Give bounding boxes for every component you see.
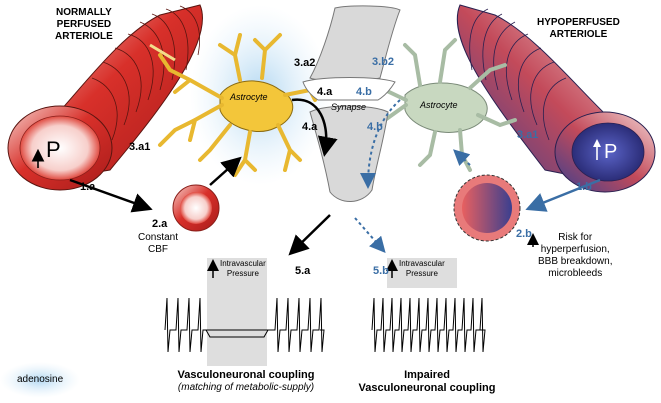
step-3b2: 3.b2: [372, 56, 395, 68]
pressure-left-line-2: Pressure: [226, 269, 259, 278]
step-3a2: 3.a2: [294, 57, 316, 69]
synapse-label: Synapse: [331, 102, 367, 112]
caption-right-line-1: Impaired: [404, 369, 450, 381]
pressure-right-line-2: Pressure: [405, 269, 438, 278]
left-title-line-2: PERFUSED: [56, 19, 112, 30]
pressure-box-right: [387, 258, 457, 288]
spike-waveform: [371, 297, 486, 353]
step-1a: 1.a: [80, 181, 96, 193]
pressure-right-line-1: Intravascular: [399, 259, 445, 268]
left-arteriole: [7, 4, 203, 191]
step-4b-top: 4.b: [356, 86, 372, 98]
dilated-vessel-right-lumen: [462, 183, 512, 233]
vessel-pressure-label-left: P: [46, 137, 61, 162]
step-5a: 5.a: [295, 265, 311, 277]
step-3a1: 3.a1: [129, 141, 151, 153]
pressure-label-right: Intravascular Pressure: [399, 259, 445, 279]
spike-train-left: [164, 297, 325, 353]
constricted-vessel-left-lumen: [180, 192, 212, 224]
pressure-plateau-waveform: [205, 329, 269, 338]
step-4b-bottom: 4.b: [367, 121, 383, 133]
vessel-pressure-label-right: P: [604, 141, 618, 163]
step-5b: 5.b: [373, 265, 389, 277]
risk-line-2: hyperperfusion,: [540, 244, 610, 255]
arrow-to-5b: [354, 217, 386, 254]
astrocyte-label-left: Astrocyte: [230, 92, 268, 102]
spike-train-right: [371, 297, 486, 353]
spike-waveform: [164, 297, 325, 353]
pressure-up-arrowhead-vessel-right: [593, 139, 601, 147]
risk-line-1: Risk for: [558, 232, 593, 243]
step-1b: 1.b: [576, 181, 592, 193]
left-vessel-title: NORMALLY PERFUSED ARTERIOLE: [55, 7, 113, 43]
step-3a1-right: 3.a1: [517, 129, 539, 141]
left-astrocyte: [149, 33, 317, 177]
caption-left-main: Vasculoneuronal coupling: [177, 369, 315, 381]
step-4a-top: 4.a: [317, 86, 333, 98]
constant-cbf-line-1: Constant: [138, 232, 179, 243]
step-2b: 2.b: [516, 228, 532, 240]
step-2a: 2.a: [152, 218, 168, 230]
right-arteriole: [456, 4, 656, 193]
constant-cbf-line-2: CBF: [148, 244, 169, 255]
right-title-line-2: ARTERIOLE: [549, 29, 608, 40]
arrow-1b: [525, 178, 601, 212]
astrocyte-label-right: Astrocyte: [420, 100, 458, 110]
constant-cbf-note: Constant CBF: [138, 232, 178, 256]
pressure-left-line-1: Intravascular: [220, 259, 266, 268]
pressure-box-left: [207, 258, 267, 366]
left-title-line-1: NORMALLY: [56, 7, 112, 18]
risk-line-4: microbleeds: [548, 268, 603, 279]
right-title-line-1: HYPOPERFUSED: [537, 17, 620, 28]
legend-adenosine: adenosine: [17, 374, 64, 385]
arrow-2a: [209, 156, 242, 186]
arrow-synapse-to-neuron: [291, 98, 338, 157]
arrow-to-5a: [288, 214, 331, 256]
pressure-label-left: Intravascular Pressure: [220, 259, 266, 279]
arrow-4b: [360, 99, 401, 189]
right-vessel-title: HYPOPERFUSED ARTERIOLE: [537, 17, 620, 41]
risk-note: Risk for hyperperfusion, BBB breakdown, …: [538, 232, 613, 280]
arrow-1a: [69, 178, 153, 213]
adenosine-legend-glow: [0, 362, 80, 398]
caption-left-sub: (matching of metabolic-supply): [177, 382, 315, 393]
left-title-line-3: ARTERIOLE: [55, 31, 113, 42]
step-4a-bottom: 4.a: [302, 121, 318, 133]
risk-line-3: BBB breakdown,: [538, 256, 613, 267]
caption-right-line-2: Vasculoneuronal coupling: [358, 382, 496, 394]
synapse: [302, 5, 401, 202]
